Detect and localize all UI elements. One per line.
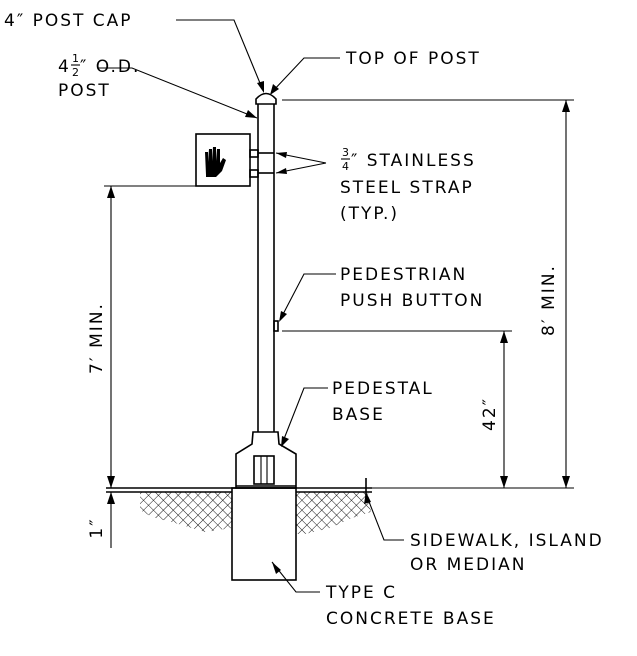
- sidewalk-line2: OR MEDIAN: [410, 555, 526, 575]
- soil-hatch: [140, 492, 371, 534]
- callout-od-post: 4 1 2 ″ O.D. POST: [58, 52, 258, 119]
- od-whole: 4: [58, 57, 71, 77]
- pedestal-line1: PEDESTAL: [332, 379, 434, 399]
- pedestal-door: [253, 455, 275, 485]
- post-cap: [255, 92, 277, 105]
- hand-icon: [205, 147, 226, 177]
- sidewalk-line1: SIDEWALK, ISLAND: [410, 531, 604, 551]
- concrete-base: [231, 487, 297, 581]
- push-button-line1: PEDESTRIAN: [340, 265, 467, 285]
- strap-den: 4: [342, 160, 349, 173]
- strap-num: 3: [342, 146, 349, 159]
- dim-7ft: 7′ MIN.: [87, 185, 196, 488]
- dim-7ft-label: 7′ MIN.: [87, 302, 107, 374]
- strap-line2: STEEL STRAP: [340, 178, 474, 198]
- dim-1in-label: 1″: [87, 517, 107, 538]
- callout-sidewalk: SIDEWALK, ISLAND OR MEDIAN: [364, 492, 604, 575]
- dim-42in-label: 42″: [480, 397, 500, 431]
- pedestal-base: [235, 431, 297, 489]
- od-rest: ″ O.D.: [80, 57, 140, 77]
- concrete-line1: TYPE C: [325, 583, 397, 603]
- pedestal-line2: BASE: [332, 405, 385, 425]
- push-button: [273, 320, 279, 332]
- post-cap-label: 4″ POST CAP: [4, 11, 133, 31]
- callout-top-of-post: TOP OF POST: [270, 49, 481, 95]
- od-num: 1: [72, 52, 79, 65]
- stainless-straps: [249, 149, 274, 178]
- callout-concrete: TYPE C CONCRETE BASE: [271, 561, 496, 629]
- od-post-line2: POST: [58, 81, 111, 101]
- dim-1in: 1″: [87, 470, 115, 548]
- top-of-post-label: TOP OF POST: [345, 49, 481, 69]
- push-button-line2: PUSH BUTTON: [340, 291, 484, 311]
- callout-strap: 3 4 ″ STAINLESS STEEL STRAP (TYP.): [275, 146, 476, 224]
- strap-line1: ″ STAINLESS: [351, 151, 476, 171]
- dim-8ft: 8′ MIN.: [282, 99, 574, 489]
- dim-42in: 42″: [282, 330, 512, 488]
- concrete-line2: CONCRETE BASE: [326, 609, 496, 629]
- post: [257, 104, 275, 432]
- od-den: 2: [72, 66, 79, 79]
- callout-post-cap: 4″ POST CAP: [4, 11, 264, 93]
- callout-pedestal: PEDESTAL BASE: [281, 379, 434, 447]
- dim-8ft-label: 8′ MIN.: [539, 264, 559, 336]
- strap-line3: (TYP.): [340, 204, 399, 224]
- sign-panel: [195, 133, 251, 187]
- callout-push-button: PEDESTRIAN PUSH BUTTON: [279, 265, 484, 322]
